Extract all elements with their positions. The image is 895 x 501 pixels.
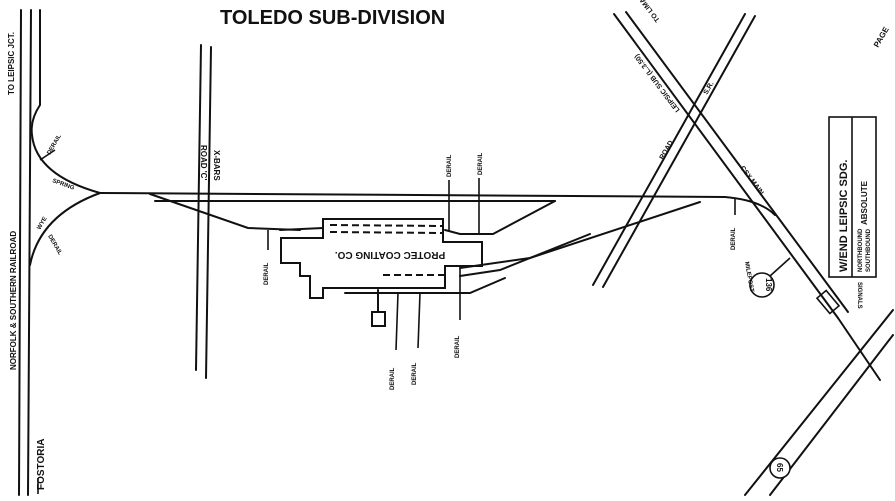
siding-name: W/END LEIPSIC SDG.	[838, 160, 850, 272]
x-bars-label: X-BARS	[212, 150, 221, 181]
northbound-label: NORTHBOUND	[858, 228, 864, 272]
derail-label: DERAIL	[455, 335, 461, 358]
derail-marker	[39, 149, 56, 161]
to-leipsic-jct-label: TO LEIPSIC JCT.	[7, 32, 16, 95]
derail-label: DERAIL	[264, 262, 270, 285]
lead-tracks	[99, 192, 776, 294]
csx-main-tracks	[613, 11, 881, 381]
southbound-label: SOUTHBOUND	[866, 228, 872, 272]
derail-label: DERAIL	[478, 152, 484, 175]
leipsic-sub-label: LEIPSIC SUB (L.3.50)	[634, 53, 682, 113]
derail-label: DERAIL	[731, 227, 737, 250]
milepost-label: MILEPOST	[743, 261, 754, 293]
road-c-label: ROAD 'C'	[199, 145, 208, 180]
derail-label: DERAIL	[390, 367, 396, 390]
milepost-number: 136	[764, 278, 773, 292]
route-65-road	[744, 309, 894, 496]
route-number: 65	[775, 463, 784, 472]
signal-icon	[815, 289, 841, 315]
siding-info-box: W/END LEIPSIC SDG. NORTHBOUND SOUTHBOUND…	[828, 116, 877, 278]
crossing-road	[592, 13, 756, 288]
derail-label: DERAIL	[47, 133, 64, 156]
protec-coating-building	[280, 218, 483, 327]
derail-label: DERAIL	[46, 234, 63, 257]
spring-label: SPRING	[51, 178, 75, 192]
page-label: PAGE	[872, 25, 891, 49]
route-shield-icon	[769, 457, 791, 479]
road-c	[195, 44, 212, 379]
derail-label: DERAIL	[447, 154, 453, 177]
ns-railroad-label: NORFOLK & SOUTHERN RAILROAD	[9, 231, 18, 370]
road-label: ROAD	[659, 140, 675, 161]
to-lima-label: TO LIMA	[639, 0, 662, 23]
absolute-label: ABSOLUTE	[860, 180, 869, 225]
milepost-marker	[749, 272, 775, 298]
fostoria-label: FOSTORIA	[36, 439, 47, 490]
small-structure	[371, 311, 386, 327]
derail-label: DERAIL	[412, 362, 418, 385]
ns-railroad-tracks	[18, 9, 101, 496]
building-label: PROTEC COATING CO.	[335, 249, 446, 260]
csx-main-label: CSX MAIN	[738, 165, 764, 197]
signals-label: SIGNALS	[856, 282, 862, 309]
diagram-title: TOLEDO SUB-DIVISION	[220, 7, 445, 29]
